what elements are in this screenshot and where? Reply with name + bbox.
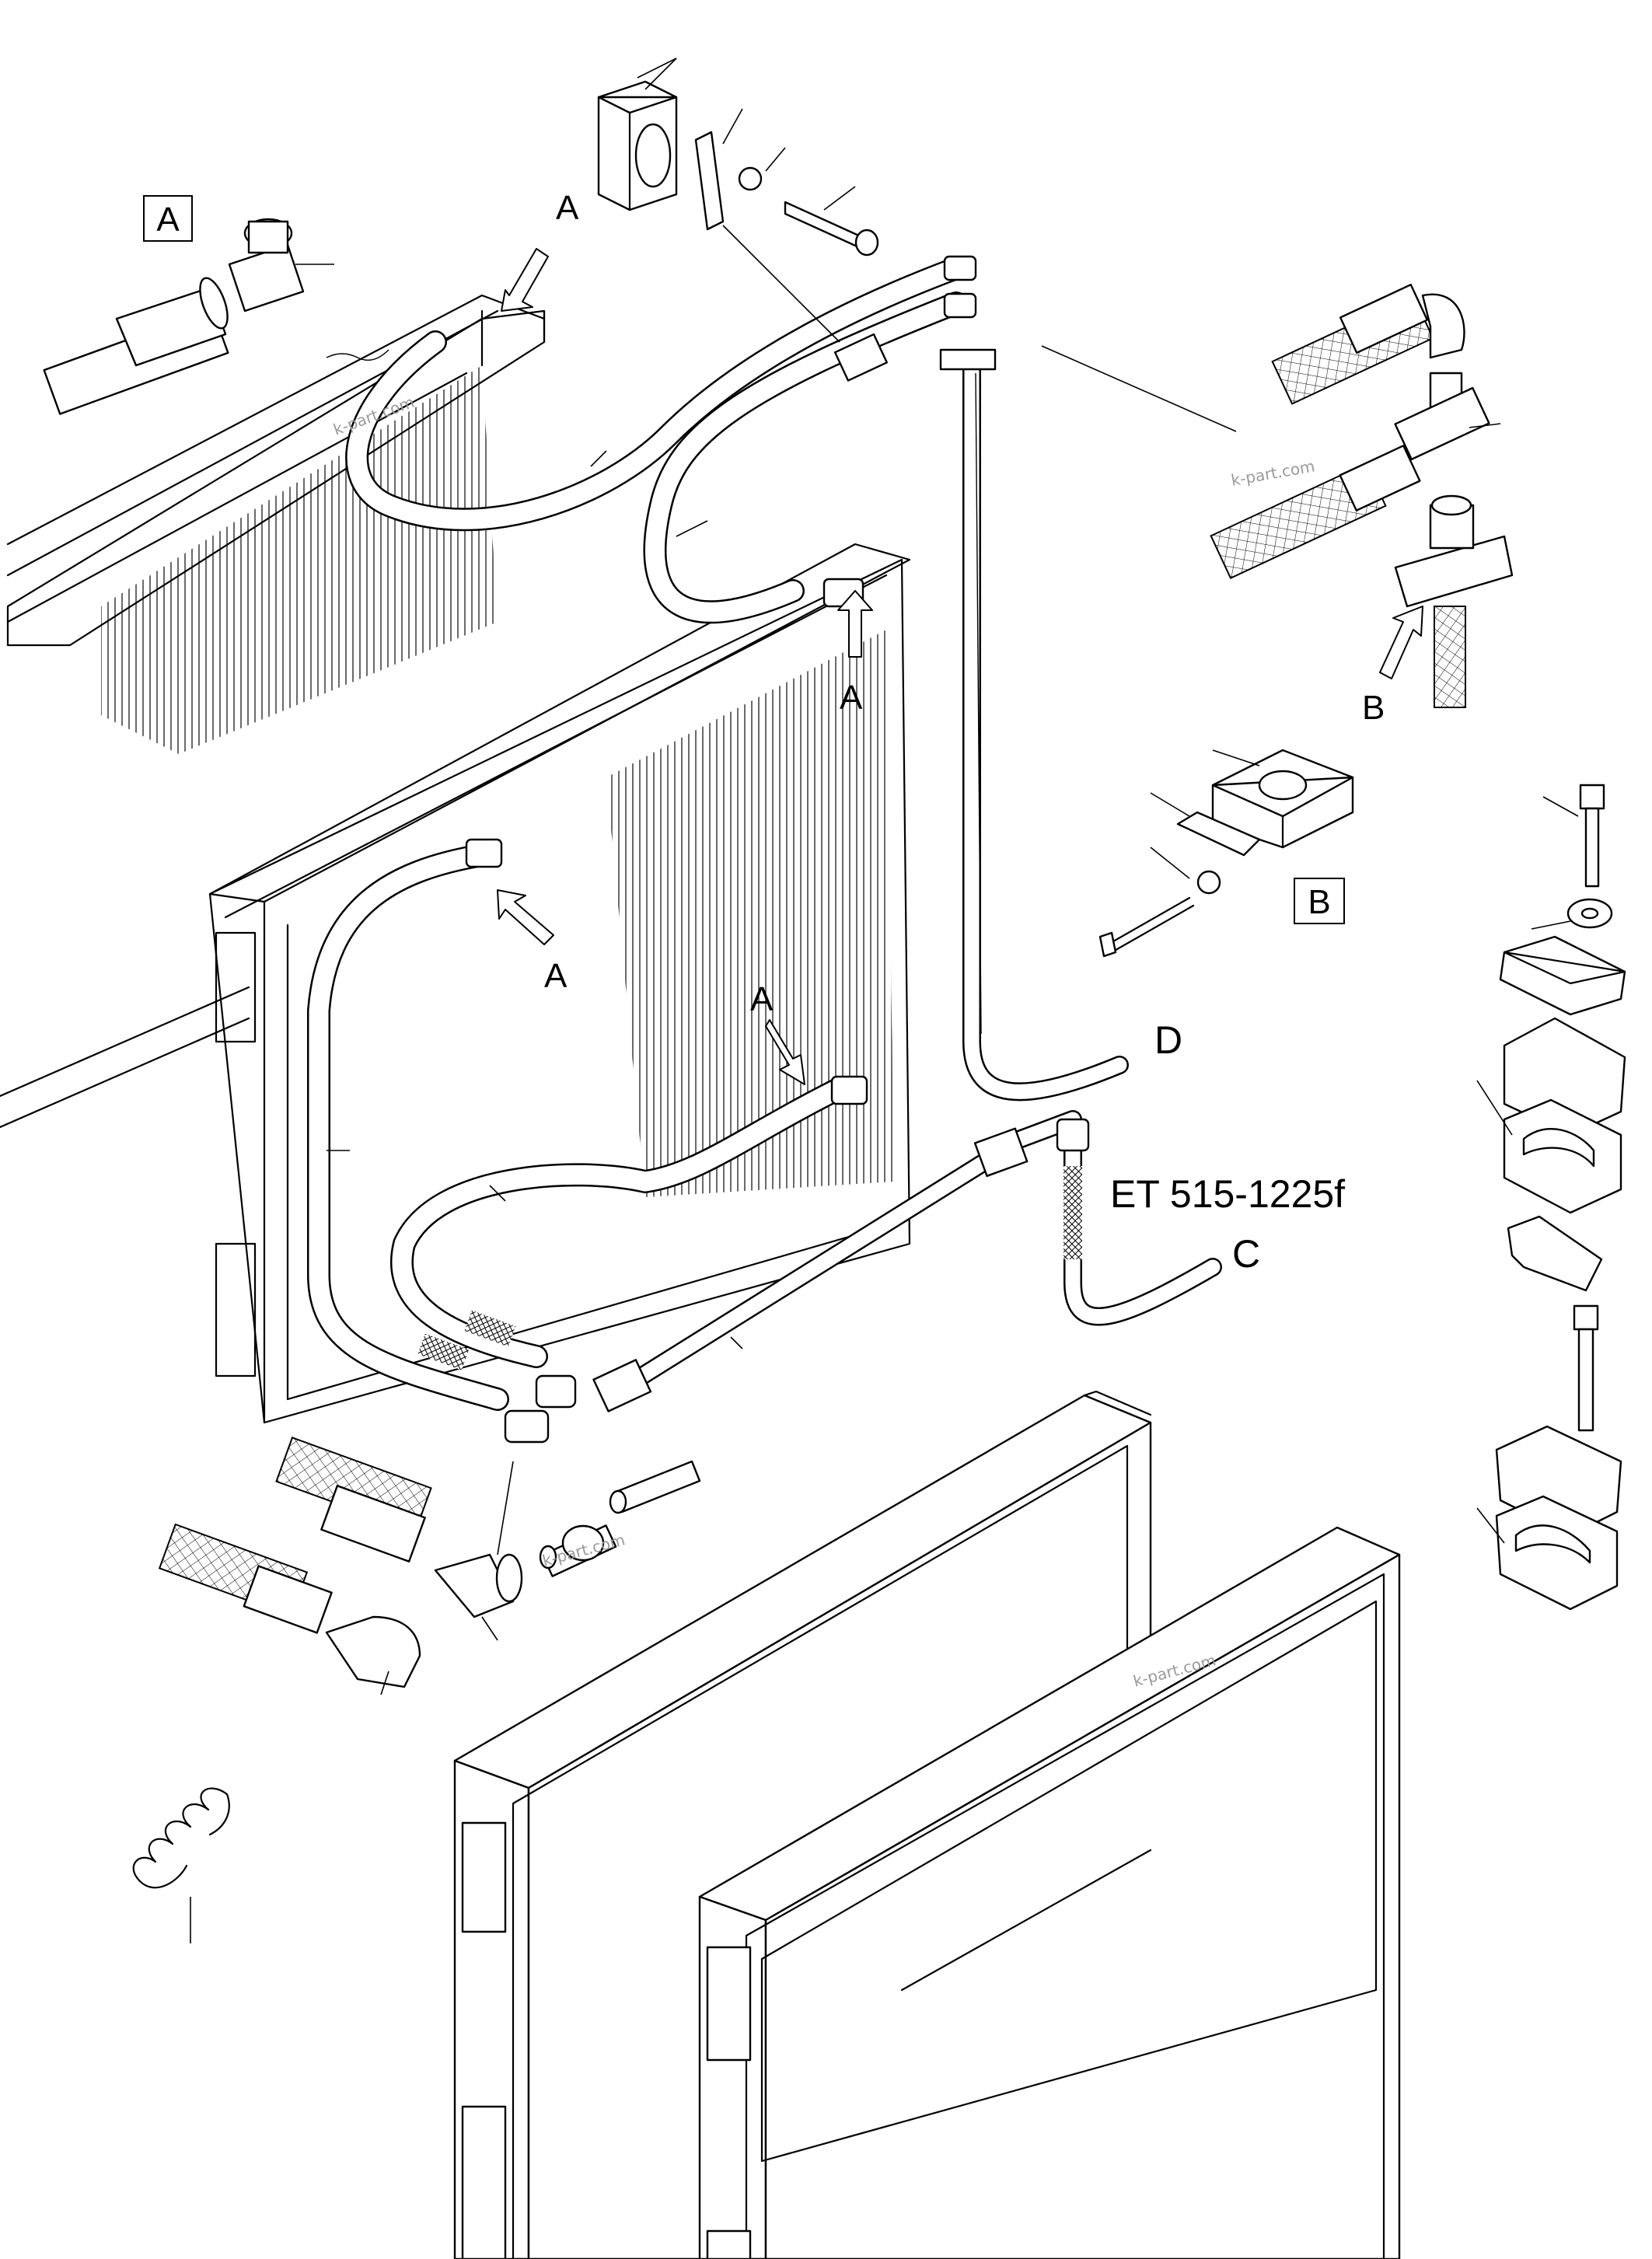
tube-diagonal: [620, 1110, 1222, 1393]
fittings-on-hoses: [465, 255, 1090, 1444]
connection-d-label: D: [1154, 1018, 1182, 1062]
view-arrow-a-right: [837, 590, 873, 658]
clamp-top: [597, 80, 879, 343]
lower-radiator-2: [698, 1526, 1401, 2259]
watermark-2: k-part.com: [1230, 456, 1316, 490]
view-a-label-middle: A: [544, 957, 568, 995]
hose-middle-loops: [307, 843, 851, 1411]
clamp-b: [1098, 749, 1354, 958]
detail-a-fitting: [43, 218, 334, 415]
lower-left-fittings: [158, 1437, 701, 1695]
document-id: ET 515-1225f: [1110, 1172, 1345, 1216]
view-a-label-right: A: [840, 679, 863, 717]
view-arrows: [497, 248, 1423, 1085]
label-box-b: B: [1294, 878, 1345, 924]
label-box-b-text: B: [1308, 883, 1330, 921]
view-arrow-a-lower: [765, 1019, 805, 1085]
label-box-a: A: [143, 195, 193, 242]
connection-c-label: C: [1232, 1232, 1260, 1276]
upper-radiator: [6, 294, 546, 754]
middle-radiator: [0, 543, 911, 1424]
view-a-label-top: A: [556, 189, 579, 227]
view-arrow-b: [1379, 606, 1423, 679]
hose-right-riser: [962, 356, 1129, 1102]
detail-b-fitting: [1041, 284, 1514, 708]
view-arrow-a-middle: [497, 889, 554, 945]
hose-upper-loop: [345, 257, 968, 624]
leader-lines: [327, 58, 1571, 1349]
view-arrow-a-top: [501, 248, 549, 312]
spring-coil: [132, 1787, 230, 1943]
view-a-label-lower: A: [750, 980, 774, 1018]
label-box-a-text: A: [156, 201, 180, 239]
right-parts-column: [1476, 784, 1626, 1611]
view-b-label: B: [1362, 689, 1385, 727]
